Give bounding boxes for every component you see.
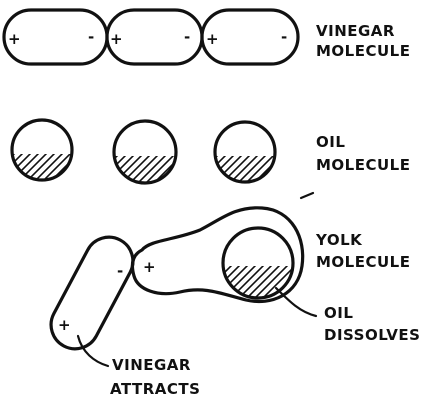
plus-sign: + xyxy=(206,30,219,48)
oil-dissolves-pointer xyxy=(276,288,316,316)
yolk-molecule-label-line2: MOLECULE xyxy=(316,253,410,271)
oil-dissolves-label-line2: DISSOLVES xyxy=(324,326,420,344)
vinegar-attracts-label-line2: ATTRACTS xyxy=(110,380,200,398)
minus-sign: - xyxy=(184,28,190,46)
yolk-molecule-label-line1: YOLK xyxy=(315,231,363,249)
minus-sign: - xyxy=(88,28,94,46)
vinegar-molecule-label-line2: MOLECULE xyxy=(316,42,410,60)
plus-sign: + xyxy=(143,258,156,276)
oil-molecule-label-line2: MOLECULE xyxy=(316,156,410,174)
oil-dissolves-label-line1: OIL xyxy=(324,304,353,322)
vinegar-molecule-chain: + - + - + - xyxy=(4,10,298,64)
plus-sign: + xyxy=(110,30,123,48)
vinegar-molecule-label-line1: VINEGAR xyxy=(316,22,395,40)
vinegar-molecule-tilted xyxy=(43,229,142,357)
minus-sign: - xyxy=(117,262,123,280)
stray-mark xyxy=(301,193,313,198)
vinegar-attracts-label-line1: VINEGAR xyxy=(112,356,191,374)
oil-molecule-label-line1: OIL xyxy=(316,133,345,151)
plus-sign: + xyxy=(8,30,21,48)
plus-sign: + xyxy=(58,316,71,334)
attracted-vinegar-molecule: - + xyxy=(43,229,142,357)
minus-sign: - xyxy=(281,28,287,46)
